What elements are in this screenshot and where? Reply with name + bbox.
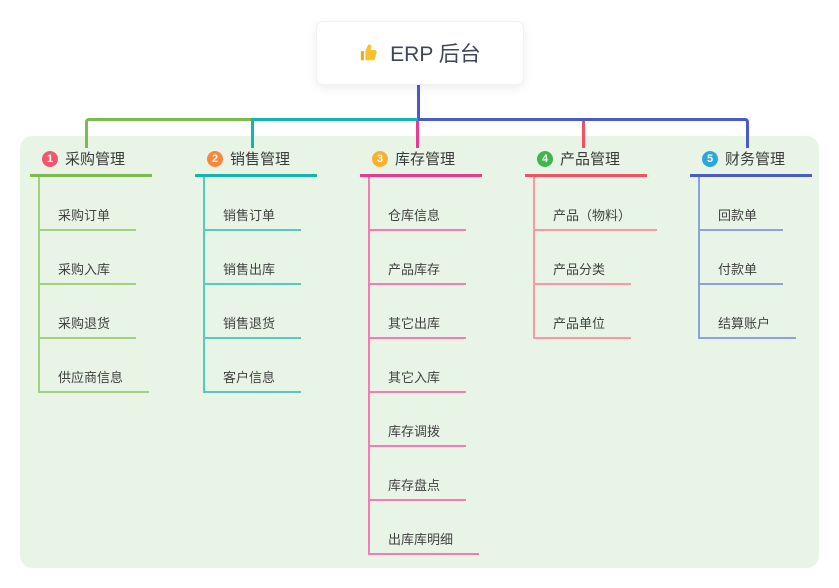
branch-number-badge: 1 bbox=[42, 150, 58, 167]
branch-column-4: 4 产品管理产品（物料） 产品分类产品单位 bbox=[525, 143, 695, 339]
child-node[interactable]: 出库库明细 bbox=[370, 501, 530, 555]
root-node-label: ERP 后台 bbox=[390, 43, 481, 66]
child-node-label: 回款单 bbox=[700, 205, 784, 231]
branch-node-1[interactable]: 1 采购管理 bbox=[30, 143, 152, 177]
child-node[interactable]: 产品库存 bbox=[370, 231, 530, 285]
child-node-label: 产品（物料） bbox=[535, 205, 658, 231]
child-node-label: 采购退货 bbox=[40, 313, 137, 339]
child-node[interactable]: 采购退货 bbox=[40, 285, 200, 339]
child-node-label: 客户信息 bbox=[205, 367, 302, 393]
branch-children-list: 销售订单销售出库销售退货客户信息 bbox=[203, 177, 365, 393]
connector-branch-2 bbox=[251, 118, 418, 148]
connector-branch-4 bbox=[582, 121, 585, 148]
child-node-label: 产品库存 bbox=[370, 259, 467, 285]
branch-node-3[interactable]: 3 库存管理 bbox=[360, 143, 482, 177]
branch-node-2[interactable]: 2 销售管理 bbox=[195, 143, 317, 177]
child-node-label: 采购订单 bbox=[40, 205, 137, 231]
branch-column-3: 3 库存管理仓库信息产品库存其它出库其它入库库存调拨库存盘点出库库明细 bbox=[360, 143, 530, 555]
child-node[interactable]: 仓库信息 bbox=[370, 177, 530, 231]
child-node[interactable]: 供应商信息 bbox=[40, 339, 200, 393]
child-node-label: 销售退货 bbox=[205, 313, 302, 339]
branch-label: 库存管理 bbox=[395, 151, 456, 168]
branch-number-badge: 3 bbox=[372, 150, 388, 167]
child-node-label: 采购入库 bbox=[40, 259, 137, 285]
child-node[interactable]: 结算账户 bbox=[700, 285, 839, 339]
child-node[interactable]: 销售订单 bbox=[205, 177, 365, 231]
child-node[interactable]: 付款单 bbox=[700, 231, 839, 285]
branch-children-list: 产品（物料） 产品分类产品单位 bbox=[533, 177, 695, 339]
branch-column-2: 2 销售管理销售订单销售出库销售退货客户信息 bbox=[195, 143, 365, 393]
branch-column-5: 5 财务管理回款单付款单结算账户 bbox=[690, 143, 839, 339]
child-node[interactable]: 销售出库 bbox=[205, 231, 365, 285]
branch-label: 产品管理 bbox=[560, 151, 621, 168]
child-node[interactable]: 其它入库 bbox=[370, 339, 530, 393]
child-node[interactable]: 产品（物料） bbox=[535, 177, 695, 231]
child-node-label: 出库库明细 bbox=[370, 529, 480, 555]
connector-branch-5 bbox=[418, 118, 749, 148]
child-node-label: 销售出库 bbox=[205, 259, 302, 285]
branch-number-badge: 2 bbox=[207, 150, 223, 167]
child-node-label: 库存调拨 bbox=[370, 421, 467, 447]
branch-children-list: 回款单付款单结算账户 bbox=[698, 177, 839, 339]
branch-number-badge: 5 bbox=[702, 150, 718, 167]
child-node[interactable]: 产品分类 bbox=[535, 231, 695, 285]
child-node[interactable]: 采购入库 bbox=[40, 231, 200, 285]
mindmap-canvas-panel bbox=[20, 136, 819, 568]
branch-label: 采购管理 bbox=[65, 151, 126, 168]
branch-node-5[interactable]: 5 财务管理 bbox=[690, 143, 812, 177]
child-node[interactable]: 其它出库 bbox=[370, 285, 530, 339]
root-node-erp[interactable]: ERP 后台 bbox=[316, 21, 524, 85]
child-node[interactable]: 库存盘点 bbox=[370, 447, 530, 501]
branch-label: 销售管理 bbox=[230, 151, 291, 168]
branch-label: 财务管理 bbox=[725, 151, 786, 168]
child-node-label: 其它出库 bbox=[370, 313, 467, 339]
child-node-label: 结算账户 bbox=[700, 313, 797, 339]
connector-branch-3 bbox=[416, 121, 419, 148]
child-node-label: 付款单 bbox=[700, 259, 784, 285]
child-node[interactable]: 客户信息 bbox=[205, 339, 365, 393]
connector-root-stem bbox=[417, 83, 420, 121]
branch-children-list: 仓库信息产品库存其它出库其它入库库存调拨库存盘点出库库明细 bbox=[368, 177, 530, 555]
branch-number-badge: 4 bbox=[537, 150, 553, 167]
child-node-label: 产品单位 bbox=[535, 313, 632, 339]
branch-children-list: 采购订单采购入库采购退货供应商信息 bbox=[38, 177, 200, 393]
connector-branch-1 bbox=[85, 118, 253, 148]
branch-column-1: 1 采购管理采购订单采购入库采购退货供应商信息 bbox=[30, 143, 200, 393]
child-node-label: 仓库信息 bbox=[370, 205, 467, 231]
child-node-label: 销售订单 bbox=[205, 205, 302, 231]
child-node[interactable]: 产品单位 bbox=[535, 285, 695, 339]
child-node[interactable]: 回款单 bbox=[700, 177, 839, 231]
child-node[interactable]: 库存调拨 bbox=[370, 393, 530, 447]
child-node-label: 产品分类 bbox=[535, 259, 632, 285]
thumbs-up-icon bbox=[359, 42, 381, 64]
child-node-label: 供应商信息 bbox=[40, 367, 150, 393]
child-node[interactable]: 采购订单 bbox=[40, 177, 200, 231]
child-node-label: 库存盘点 bbox=[370, 475, 467, 501]
child-node[interactable]: 销售退货 bbox=[205, 285, 365, 339]
child-node-label: 其它入库 bbox=[370, 367, 467, 393]
branch-node-4[interactable]: 4 产品管理 bbox=[525, 143, 647, 177]
